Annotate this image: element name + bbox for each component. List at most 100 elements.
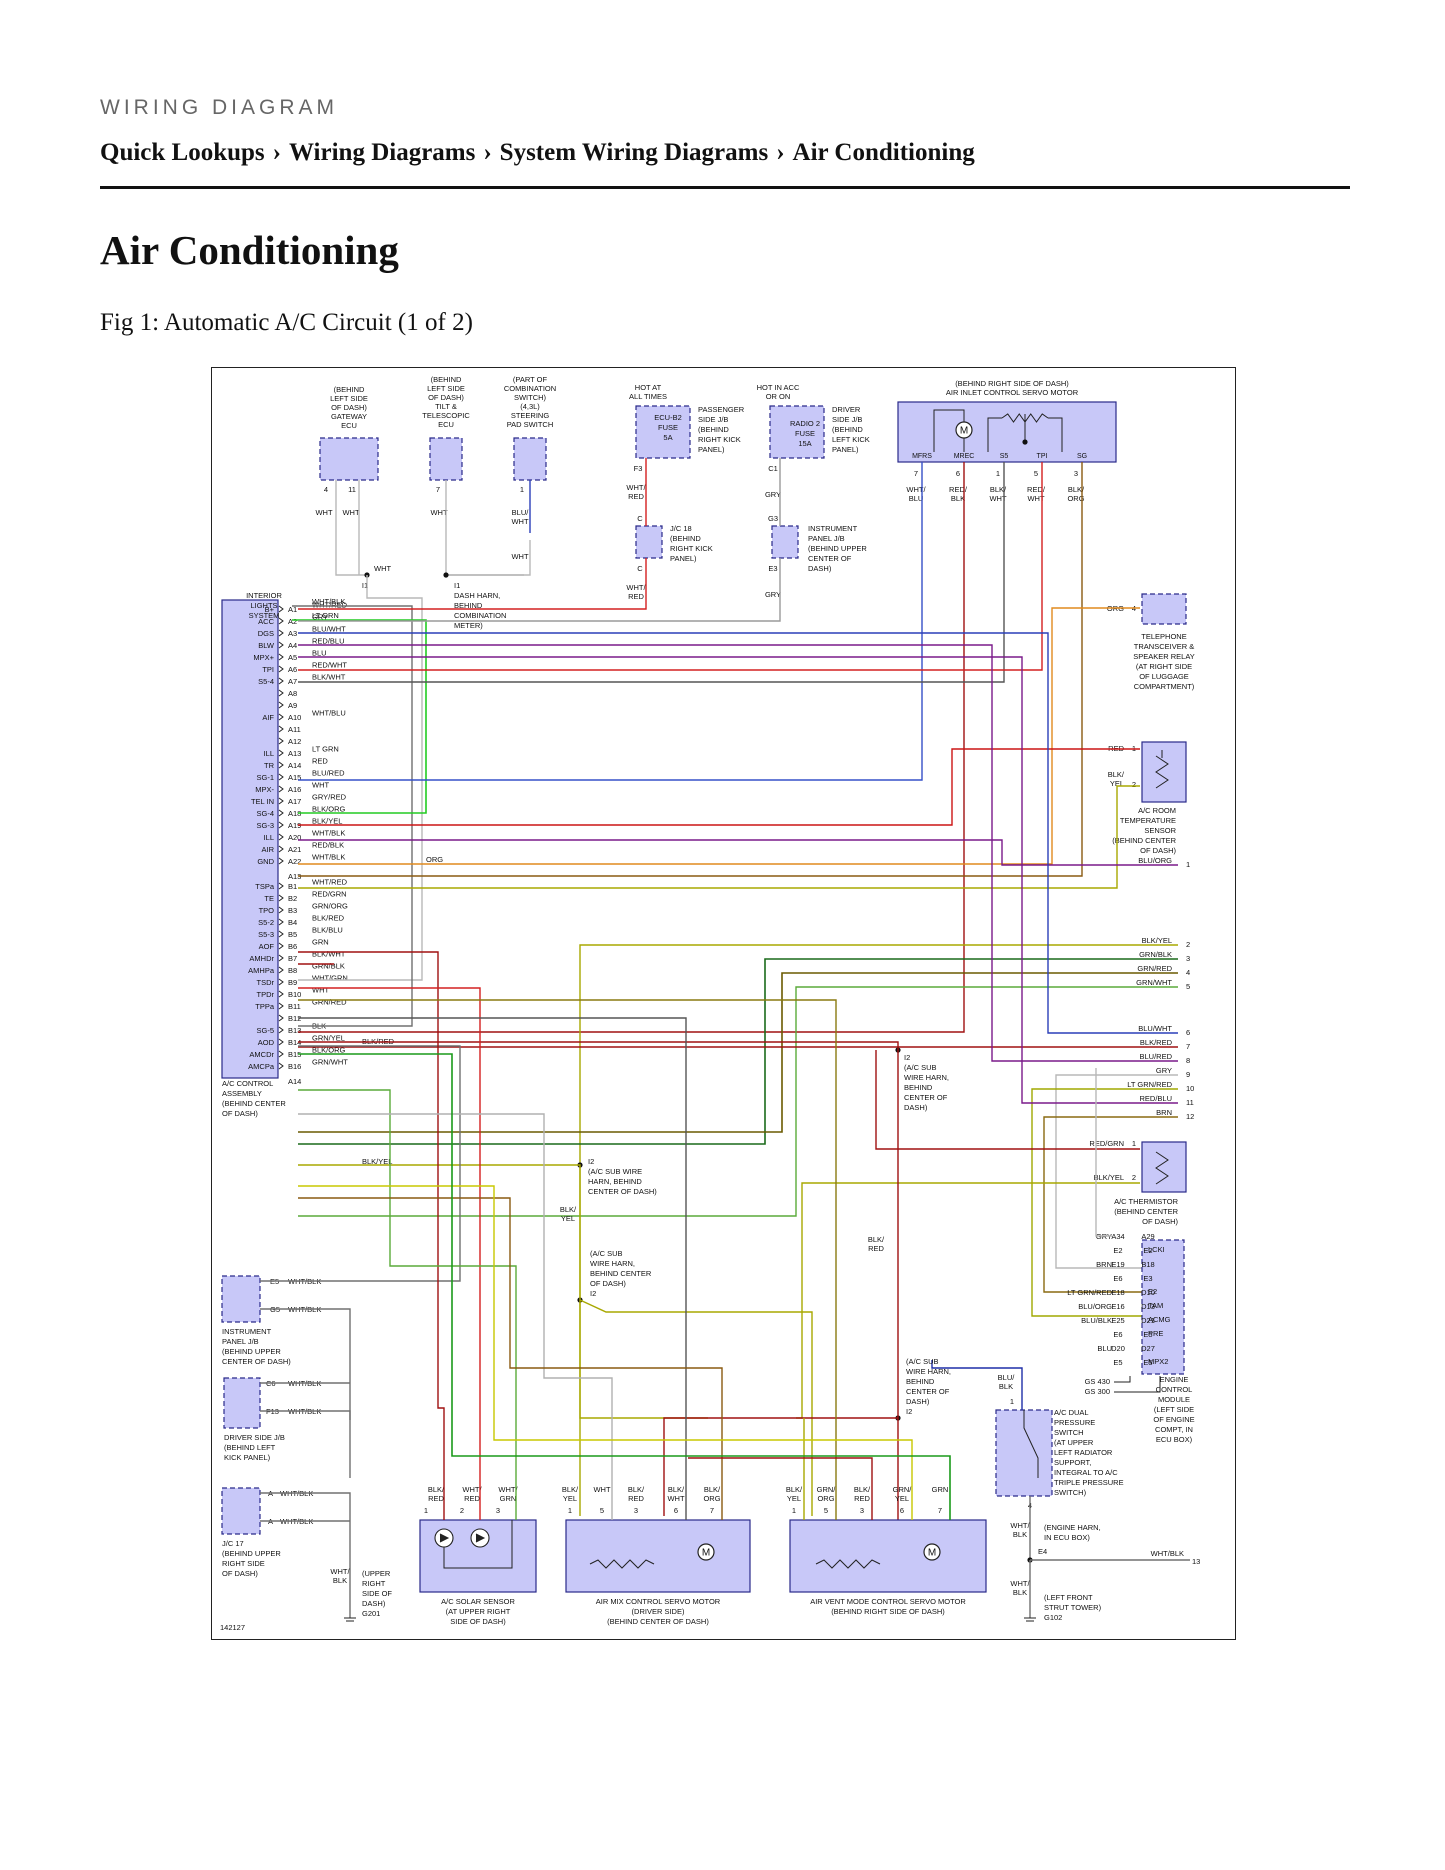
gateway-caption: LEFT SIDE (330, 394, 368, 403)
splice-label: BEHIND (454, 601, 483, 610)
ecu-pin-name: SG-1 (256, 773, 274, 782)
wire-link-6 (298, 632, 1178, 1034)
wire-label: BLK/YEL (1094, 1173, 1124, 1182)
ecu-wire-label: GRN/ORG (312, 902, 348, 911)
steering-caption: COMBINATION (504, 384, 556, 393)
ecu-pin-number: A16 (288, 785, 301, 794)
wire-b5 (298, 1041, 899, 1520)
air-mix-wire-label: RED (628, 1494, 644, 1503)
ecu-wire-label: RED/BLU (312, 637, 345, 646)
telephone-caption: (AT RIGHT SIDE (1136, 662, 1192, 671)
wire-label: WHT (342, 508, 359, 517)
breadcrumb-item-quick-lookups[interactable]: Quick Lookups (100, 139, 265, 166)
ecu-pin-number: B4 (288, 918, 297, 927)
splice-label: WIRE HARN, (590, 1259, 635, 1268)
pin-number: 1 (1010, 1397, 1014, 1406)
solar-wire-label: RED (464, 1494, 480, 1503)
wire-label: YEL (1110, 779, 1124, 788)
ecu-wire-label: BLK/ORG (312, 805, 346, 814)
breadcrumb-item-wiring-diagrams[interactable]: Wiring Diagrams (289, 139, 476, 166)
gateway-caption: OF DASH) (331, 403, 367, 412)
gs-label: GS 430 (1085, 1377, 1110, 1386)
jc18 (635, 525, 663, 559)
ecu-pin-number: B8 (288, 966, 297, 975)
g201-caption: SIDE OF (362, 1589, 392, 1598)
air-inlet-wire-label: BLK/ (990, 485, 1007, 494)
air-vent-pin-number: 7 (938, 1506, 942, 1515)
ecu-wire-label: WHT/RED (312, 601, 348, 610)
jc18-caption: J/C 18 (670, 524, 692, 533)
ecm-pin-a: E19 (1111, 1260, 1124, 1269)
ecu-pin-number: B12 (288, 1014, 301, 1023)
ecu-pin-number: A7 (288, 677, 297, 686)
wire-link-12 (1043, 1116, 1178, 1293)
ecm-pin-name: LCKI (1148, 1245, 1165, 1254)
ecu-pin-number: B3 (288, 906, 297, 915)
fuse-ecu-b2: FUSE (658, 423, 678, 432)
breadcrumb-item-system-wiring[interactable]: System Wiring Diagrams (499, 139, 769, 166)
air-mix-wire-label: YEL (563, 1494, 577, 1503)
sheet-link-number: 6 (1186, 1028, 1190, 1037)
ecm-pin-a: E6 (1113, 1330, 1122, 1339)
air-inlet-caption: AIR INLET CONTROL SERVO MOTOR (946, 388, 1079, 397)
sheet-link-wire: GRN/BLK (1139, 950, 1172, 959)
ecu-wire-label: BLK/RED (312, 914, 345, 923)
air-inlet-wire-label: BLK/ (1068, 485, 1085, 494)
solar-wire-label: WHT/ (498, 1485, 518, 1494)
splice-label: DASH HARN, (454, 591, 500, 600)
fuse-radio-2: FUSE (795, 429, 815, 438)
ecm-pin-b: D27 (1141, 1344, 1155, 1353)
ecu-pin-name: TE (264, 894, 274, 903)
air-inlet-caption: (BEHIND RIGHT SIDE OF DASH) (955, 379, 1069, 388)
ecu-wire-label: BLK/YEL (312, 817, 342, 826)
air-inlet-pin-number: 7 (914, 469, 918, 478)
tilt-caption: ECU (438, 420, 454, 429)
ecu-pin-name: MPX+ (253, 653, 274, 662)
ecu-pin-arrow (278, 665, 284, 673)
air-inlet-wire-label: BLU (909, 494, 924, 503)
wire-f13 (260, 1410, 351, 1478)
ecu-pin-arrow (278, 1062, 284, 1070)
jc18-caption: PANEL) (670, 554, 697, 563)
ecu-wire-label: WHT/BLU (312, 709, 346, 718)
ecu-pin-number: A14 (288, 1077, 301, 1086)
splice-label: COMBINATION (454, 611, 506, 620)
ecu-pin-arrow (278, 954, 284, 962)
ecm-pin-a: E2 (1113, 1246, 1122, 1255)
ecm-pin-name: E2 (1148, 1287, 1157, 1296)
air-inlet-pin-number: 5 (1034, 469, 1038, 478)
splice-label: (A/C SUB WIRE (588, 1167, 642, 1176)
ecu-pin-name: AMCDr (249, 1050, 274, 1059)
ecm-pin-b: E2 (1143, 1246, 1152, 1255)
splice-label: METER) (454, 621, 483, 630)
wire-link-5 (298, 986, 1178, 1217)
ecu-pin-name: MPX- (255, 785, 274, 794)
ecm-caption: ECU BOX) (1156, 1435, 1193, 1444)
ecu-pin-name: TSDr (257, 978, 275, 987)
ecu-pin-arrow (278, 1002, 284, 1010)
wire-label: WHT/ (1010, 1521, 1030, 1530)
ecu-pin-arrow (278, 629, 284, 637)
wire-label: RED (628, 592, 644, 601)
ecu-pin-number: B9 (288, 978, 297, 987)
steering-pad-switch (513, 437, 547, 481)
splice-label: WIRE HARN, (904, 1073, 949, 1082)
ecu-pin-name: S5-4 (258, 677, 274, 686)
air-vent-pin-number: 6 (900, 1506, 904, 1515)
wire-ecm-gry (1095, 1068, 1112, 1237)
ecu-wire-label: GRY/RED (312, 793, 347, 802)
wire-label: WHT (315, 508, 332, 517)
sheet-link-wire: LT GRN/RED (1127, 1080, 1172, 1089)
ecu-wire-label: BLK/WHT (312, 673, 346, 682)
ecu-pin-arrow (278, 942, 284, 950)
air-mix-wire-label: ORG (703, 1494, 720, 1503)
gs-lead (1114, 1376, 1131, 1383)
pin-number: 2 (1132, 1173, 1136, 1182)
ipjb-caption: INSTRUMENT (808, 524, 858, 533)
ecu-pin-arrow (278, 797, 284, 805)
ecu-pin-arrow (278, 809, 284, 817)
ecu-pin-name: BLW (258, 641, 275, 650)
ecu-pin-name: SG-3 (256, 821, 274, 830)
wire-label: GRY (765, 590, 781, 599)
